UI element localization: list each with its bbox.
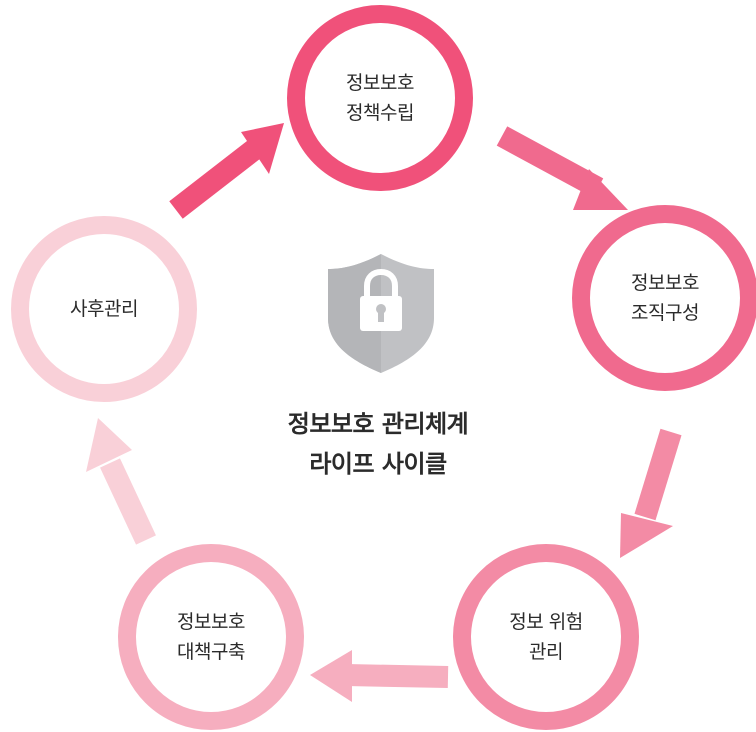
step-label-line: 정보보호: [631, 272, 699, 294]
arrow-aftercare-to-policy: [169, 123, 284, 219]
step-label-policy: 정보보호 정책수립: [305, 68, 455, 128]
step-label-countermeasure: 정보보호 대책구축: [136, 607, 286, 667]
step-label-line: 사후관리: [70, 298, 138, 320]
arrow-risk-to-countermeasure: [310, 650, 449, 702]
step-label-line: 정보 위험: [509, 611, 583, 633]
diagram-title: 정보보호 관리체계 라이프 사이클: [228, 404, 528, 484]
title-line-2: 라이프 사이클: [309, 450, 447, 478]
ring-aftercare: [11, 216, 197, 402]
ring-organization: [572, 205, 756, 391]
step-label-line: 정보보호: [346, 72, 414, 94]
shield-lock-icon: [328, 254, 434, 373]
step-label-line: 정책수립: [346, 102, 414, 124]
step-label-line: 대책구축: [177, 641, 245, 663]
ring-policy: [287, 5, 473, 191]
step-label-organization: 정보보호 조직구성: [590, 268, 740, 328]
step-label-line: 정보보호: [177, 611, 245, 633]
ring-risk: [453, 544, 639, 730]
step-label-aftercare: 사후관리: [29, 294, 179, 324]
title-line-1: 정보보호 관리체계: [287, 410, 469, 438]
ring-countermeasure: [118, 544, 304, 730]
arrow-organization-to-risk: [620, 428, 682, 558]
arrow-policy-to-organization: [496, 126, 628, 210]
step-label-line: 관리: [529, 641, 563, 663]
step-label-risk: 정보 위험 관리: [471, 607, 621, 667]
arrow-countermeasure-to-aftercare: [86, 418, 156, 545]
step-label-line: 조직구성: [631, 302, 699, 324]
